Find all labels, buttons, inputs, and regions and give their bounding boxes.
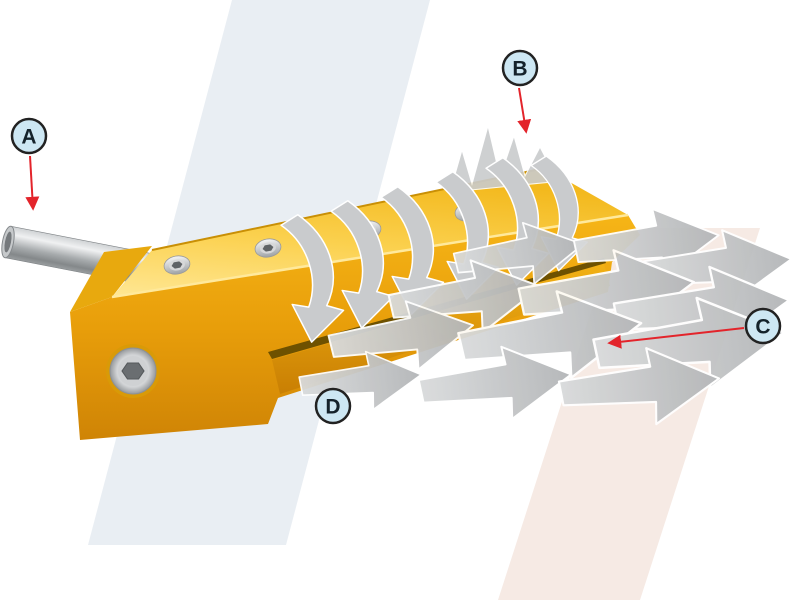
leader-arrow-b: [517, 87, 532, 134]
callout-d-circle: [314, 387, 352, 425]
hex-socket-icon: [120, 361, 146, 381]
leader-arrow-c: [607, 327, 745, 349]
callout-c-letter: C: [755, 316, 770, 339]
callout-d: D: [314, 387, 352, 425]
leader-arrow-a: [25, 155, 40, 211]
callout-a-letter: A: [21, 126, 36, 149]
callout-leaders: [25, 87, 745, 349]
top-screw-1: [163, 255, 191, 275]
left-end-face: [70, 246, 152, 312]
callout-a-circle: [10, 117, 48, 155]
front-hex-screw: [106, 344, 160, 398]
callout-a: A: [10, 117, 48, 155]
callouts: A B C D: [10, 49, 782, 425]
inlet-tube-bore: [4, 231, 12, 253]
callout-d-letter: D: [325, 396, 340, 419]
callout-b-circle: [501, 49, 539, 87]
callout-b: B: [501, 49, 539, 87]
callout-c-circle: [744, 307, 782, 345]
callout-b-letter: B: [512, 58, 527, 81]
top-screw-2: [254, 238, 282, 258]
callout-c: C: [744, 307, 782, 345]
